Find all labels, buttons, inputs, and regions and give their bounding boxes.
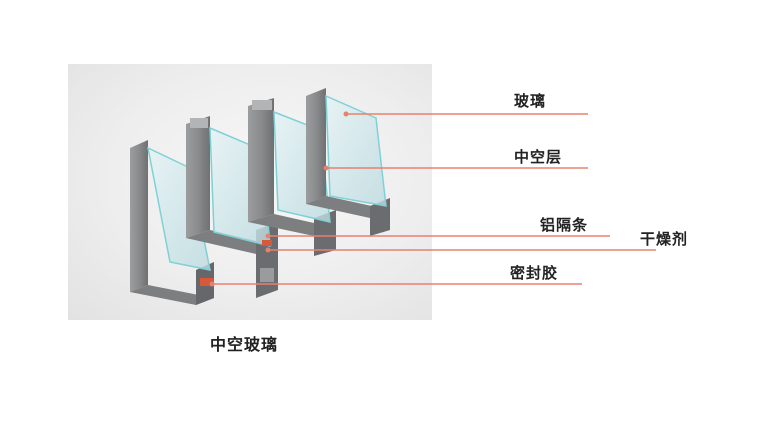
sealant-strip-1 [200,278,214,286]
label-desiccant: 干燥剂 [640,230,689,248]
sealant-strip-2 [262,240,272,246]
diagram-caption: 中空玻璃 [210,335,279,354]
leader-line-glass [343,111,588,117]
label-aluminum-spacer: 铝隔条 [540,216,589,234]
label-glass: 玻璃 [514,92,547,110]
label-sealant: 密封胶 [510,264,559,282]
leader-line-aluminum-spacer [265,233,610,239]
label-air-gap: 中空层 [514,148,563,166]
window-profile-piece-2 [186,116,278,298]
window-profile-piece-4 [306,88,390,236]
leader-line-air-gap [323,165,588,171]
leader-line-desiccant [265,247,656,253]
leader-line-sealant [209,281,582,287]
